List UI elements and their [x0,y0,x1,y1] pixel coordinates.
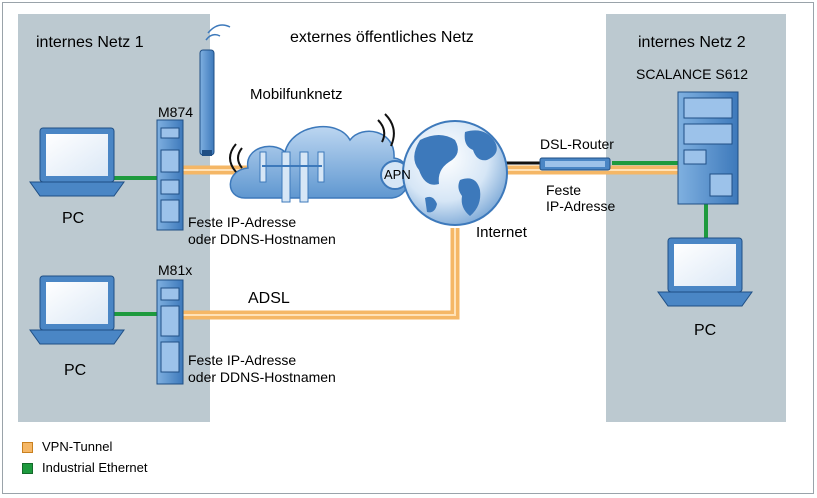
legend-ethernet-swatch [22,463,33,474]
external-network-label: externes öffentliches Netz [290,29,474,46]
vpn-tunnel-adsl [182,228,460,320]
adsl-label: ADSL [248,290,290,307]
dsl-router-device [539,157,611,171]
m874-device [156,24,231,231]
internal-network-1-label: internes Netz 1 [36,34,144,51]
legend-vpn-label: VPN-Tunnel [42,439,113,454]
pc2-laptop-icon [29,275,125,345]
base-station-tower-icon [259,151,325,203]
router-note-line1: Feste [546,182,582,198]
internal-network-2-zone [606,14,786,422]
m81x-device [156,279,184,385]
pc1-label: PC [62,210,85,227]
m81x-note-line2: oder DDNS-Hostnamen [188,369,336,385]
pc3-laptop-icon [657,237,753,307]
apn-label: APN [384,167,411,182]
m874-label: M874 [158,104,194,120]
dsl-router-label: DSL-Router [540,136,614,152]
m81x-label: M81x [158,262,193,278]
m874-note-line2: oder DDNS-Hostnamen [188,231,336,247]
legend-ethernet-label: Industrial Ethernet [42,460,148,475]
pc1-laptop-icon [29,127,125,197]
internal-network-2-label: internes Netz 2 [638,34,746,51]
scalance-label: SCALANCE S612 [636,66,749,82]
scalance-s612-device [677,91,739,205]
pc2-label: PC [64,362,87,379]
internet-globe-icon [402,120,508,226]
internet-label: Internet [476,224,527,241]
mobile-network-label: Mobilfunknetz [250,86,343,103]
pc3-label: PC [694,322,717,339]
m81x-note-line1: Feste IP-Adresse [188,352,297,368]
antenna-icon [199,49,215,156]
legend-vpn-swatch [22,442,33,453]
router-note-line2: IP-Adresse [546,198,616,214]
m874-note-line1: Feste IP-Adresse [188,214,297,230]
